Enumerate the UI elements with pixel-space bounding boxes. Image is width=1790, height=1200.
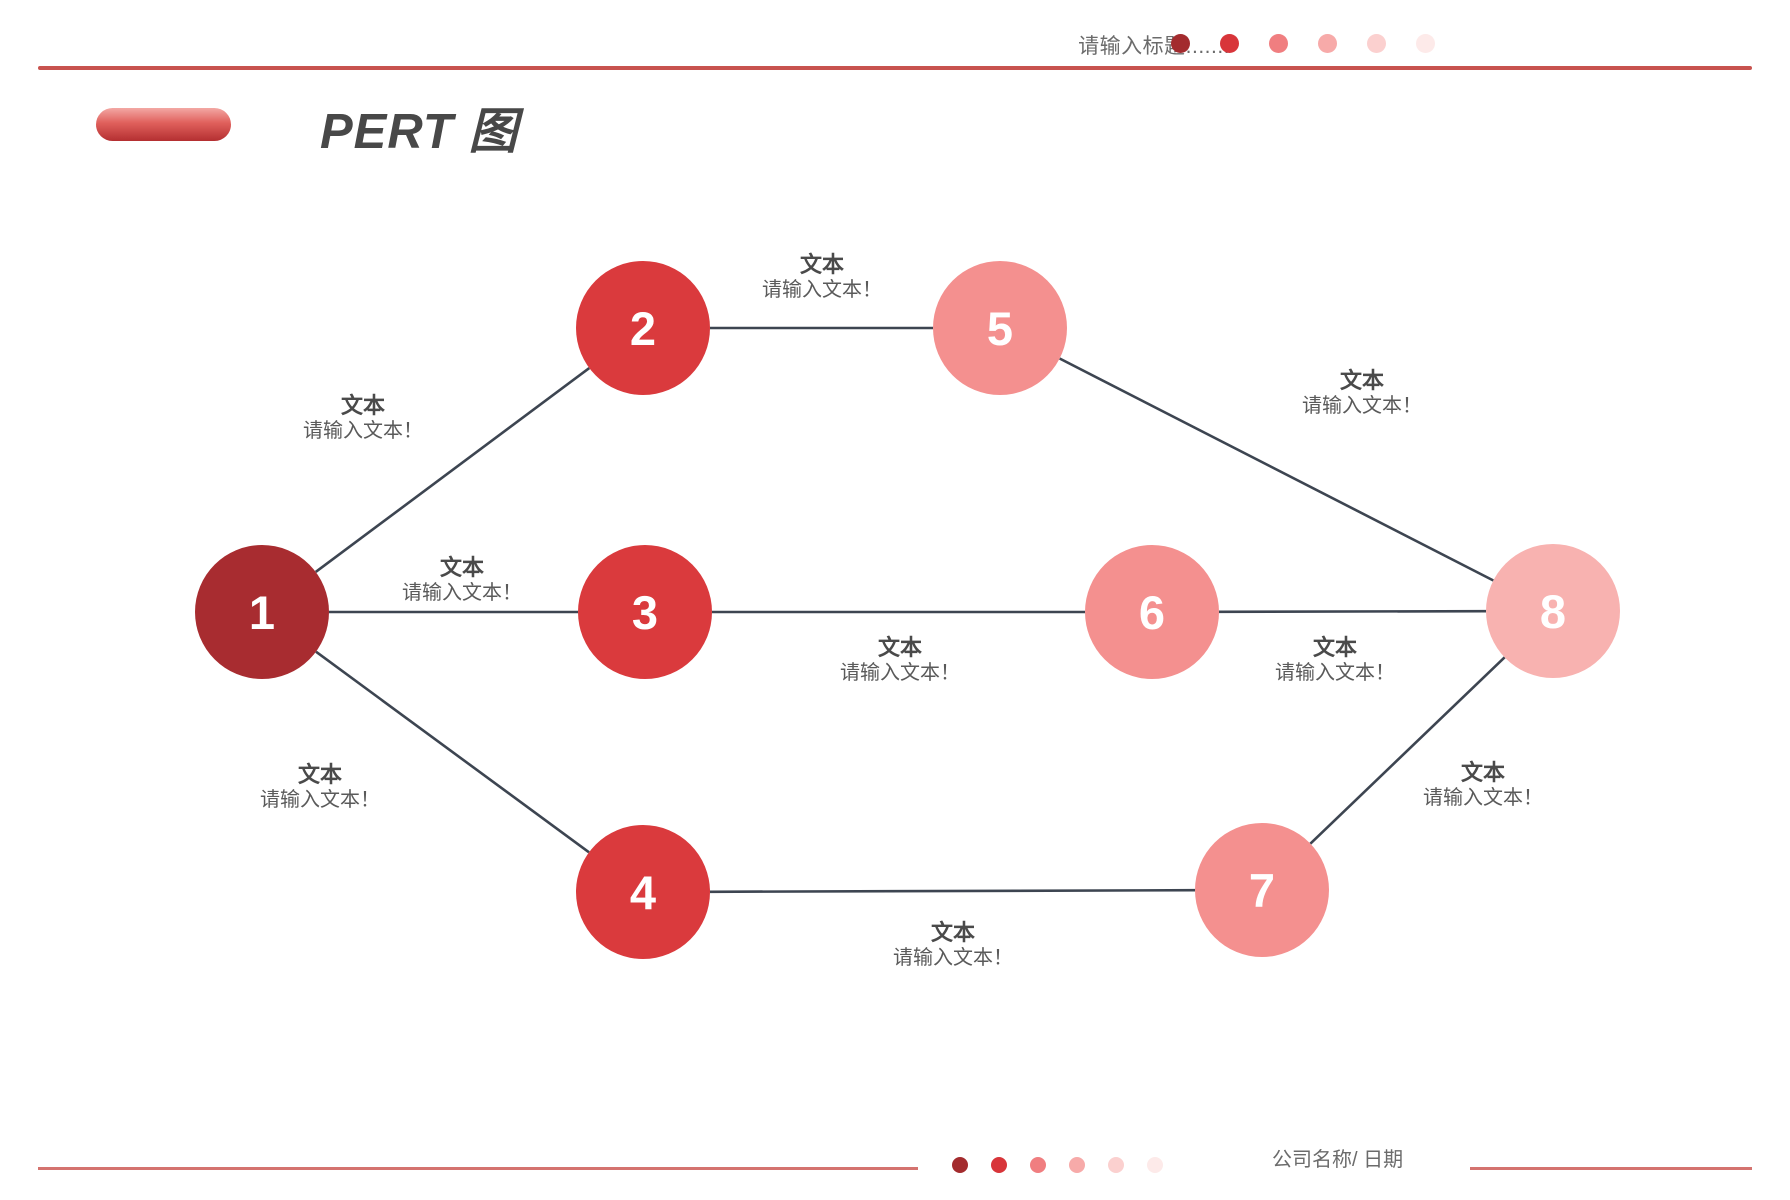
edge-label-subtitle: 请输入文本！ <box>762 279 882 302</box>
pert-node-label: 7 <box>1248 863 1276 917</box>
footer-dot-6 <box>1147 1157 1163 1173</box>
edge-label-subtitle: 请输入文本！ <box>1423 787 1543 810</box>
edge-label-2-5[interactable]: 文本请输入文本！ <box>762 251 882 302</box>
edge-label-subtitle: 请输入文本！ <box>840 662 960 685</box>
edge-label-title: 文本 <box>877 634 922 660</box>
edge-4-7 <box>709 888 1196 894</box>
footer-dot-5 <box>1108 1157 1124 1173</box>
edge-label-1-3[interactable]: 文本请输入文本！ <box>402 554 522 605</box>
edge-label-4-7[interactable]: 文本请输入文本！ <box>893 919 1013 970</box>
page-title: PERT 图 <box>320 105 519 159</box>
edge-label-title: 文本 <box>340 392 385 418</box>
pert-node-6[interactable]: 6 <box>1085 545 1219 679</box>
header-divider-line <box>38 66 1752 70</box>
edge-label-1-2[interactable]: 文本请输入文本！ <box>303 392 423 443</box>
edge-label-6-8[interactable]: 文本请输入文本！ <box>1275 634 1395 685</box>
title-accent-pill <box>96 108 231 141</box>
pert-node-5[interactable]: 5 <box>933 261 1067 395</box>
edge-label-title: 文本 <box>439 554 484 580</box>
pert-node-4[interactable]: 4 <box>576 825 710 959</box>
edge-label-5-8[interactable]: 文本请输入文本！ <box>1302 367 1422 418</box>
header-dot-3 <box>1269 34 1288 53</box>
edge-label-subtitle: 请输入文本！ <box>260 789 380 812</box>
edge-label-3-6[interactable]: 文本请输入文本！ <box>840 634 960 685</box>
footer-dot-1 <box>952 1157 968 1173</box>
edge-1-2 <box>314 366 591 574</box>
pert-node-label: 4 <box>629 865 657 919</box>
edge-7-8 <box>1309 656 1506 845</box>
header-dot-4 <box>1318 34 1337 53</box>
footer-dot-3 <box>1030 1157 1046 1173</box>
pert-node-label: 3 <box>631 585 659 639</box>
pert-node-label: 5 <box>986 301 1014 355</box>
edge-label-subtitle: 请输入文本！ <box>1275 662 1395 685</box>
edge-5-8 <box>1059 357 1494 582</box>
edge-label-title: 文本 <box>1339 367 1384 393</box>
pert-node-label: 6 <box>1138 585 1166 639</box>
edge-label-7-8[interactable]: 文本请输入文本！ <box>1423 759 1543 810</box>
header-dot-6 <box>1416 34 1435 53</box>
pert-node-8[interactable]: 8 <box>1486 544 1620 678</box>
edge-label-title: 文本 <box>1460 759 1505 785</box>
footer-dot-2 <box>991 1157 1007 1173</box>
header-dot-2 <box>1220 34 1239 53</box>
header-dot-row <box>1171 34 1435 53</box>
pert-node-label: 1 <box>248 585 276 639</box>
edge-label-subtitle: 请输入文本！ <box>303 420 423 443</box>
header-title: 请输入标题....... <box>1078 35 1230 58</box>
edge-label-title: 文本 <box>1312 634 1357 660</box>
footer-divider-right <box>1470 1167 1752 1170</box>
edge-label-subtitle: 请输入文本！ <box>893 947 1013 970</box>
footer-divider-left <box>38 1167 918 1170</box>
edge-label-1-4[interactable]: 文本请输入文本！ <box>260 761 380 812</box>
edge-6-8 <box>1218 609 1487 614</box>
footer-dot-4 <box>1069 1157 1085 1173</box>
edge-label-title: 文本 <box>930 919 975 945</box>
edge-label-subtitle: 请输入文本！ <box>1302 395 1422 418</box>
pert-node-1[interactable]: 1 <box>195 545 329 679</box>
edge-label-title: 文本 <box>799 251 844 277</box>
header-dot-5 <box>1367 34 1386 53</box>
pert-node-label: 8 <box>1539 584 1567 638</box>
edge-label-subtitle: 请输入文本！ <box>402 582 522 605</box>
footer-dot-row <box>952 1157 1163 1173</box>
edge-label-title: 文本 <box>297 761 342 787</box>
pert-node-label: 2 <box>629 301 657 355</box>
header-dot-1 <box>1171 34 1190 53</box>
pert-node-2[interactable]: 2 <box>576 261 710 395</box>
pert-node-3[interactable]: 3 <box>578 545 712 679</box>
edge-1-4 <box>315 650 590 854</box>
footer-company-date: 公司名称/ 日期 <box>1272 1149 1404 1171</box>
pert-node-7[interactable]: 7 <box>1195 823 1329 957</box>
